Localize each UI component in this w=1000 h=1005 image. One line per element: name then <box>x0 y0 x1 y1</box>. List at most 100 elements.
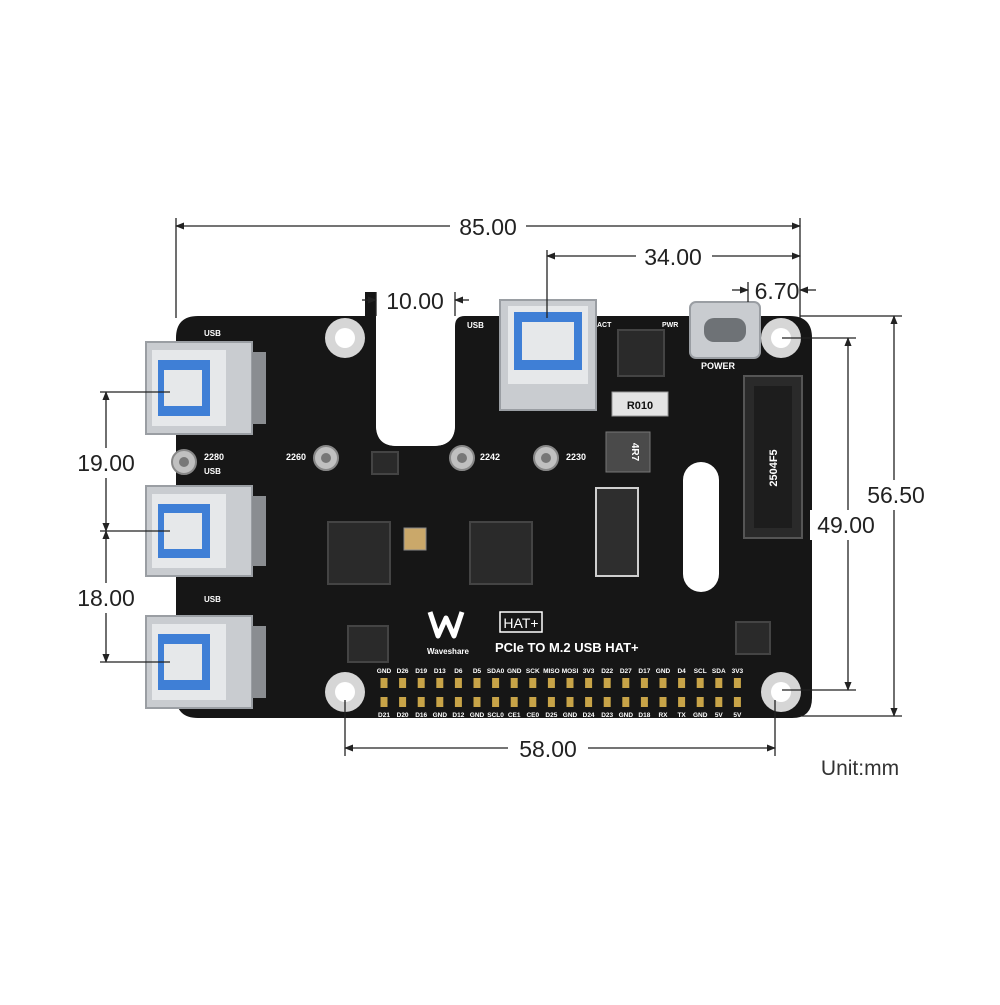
dim-hole-horizontal: 58.00 <box>519 736 577 762</box>
gpio-label: TX <box>677 712 686 719</box>
gpio-pin <box>529 697 537 707</box>
gpio-pin <box>603 697 611 707</box>
usb-label-2: USB <box>204 467 221 476</box>
gpio-pin <box>547 678 555 688</box>
gpio-label: SDA <box>712 668 726 675</box>
gpio-pin <box>585 697 593 707</box>
gpio-label: GND <box>470 712 485 719</box>
dim-width: 85.00 <box>459 214 517 240</box>
inductor-4r7 <box>605 431 651 473</box>
chip-power <box>617 329 665 377</box>
power-label: POWER <box>701 361 736 371</box>
usb-label-1: USB <box>204 329 221 338</box>
gpio-pin <box>399 697 407 707</box>
m2-connector <box>743 375 803 539</box>
gpio-pin <box>715 697 723 707</box>
gpio-pin <box>510 697 518 707</box>
gpio-pin <box>622 678 630 688</box>
gpio-label: D4 <box>677 668 686 675</box>
standoff-2280 <box>171 449 197 475</box>
gpio-label: SCL0 <box>487 712 504 719</box>
gpio-pin <box>566 678 574 688</box>
gpio-label: GND <box>563 712 578 719</box>
gpio-label: GND <box>656 668 671 675</box>
standoff-label-2242: 2242 <box>480 452 500 462</box>
usb-port-1 <box>145 341 266 435</box>
gpio-label: D12 <box>452 712 464 719</box>
ffc-connector <box>595 487 639 577</box>
gpio-pin <box>492 697 500 707</box>
gpio-pin <box>436 678 444 688</box>
gpio-pin <box>678 678 686 688</box>
dim-usb-c-offset: 34.00 <box>644 244 702 270</box>
gpio-label: D19 <box>415 668 427 675</box>
gpio-label: 3V3 <box>583 668 595 675</box>
gpio-label: GND <box>377 668 392 675</box>
gpio-pin <box>399 678 407 688</box>
gpio-pin <box>678 697 686 707</box>
m2-label: 2504F5 <box>768 449 780 486</box>
gpio-label: D20 <box>397 712 409 719</box>
gpio-pin <box>640 678 648 688</box>
dim-height: 56.50 <box>867 482 925 508</box>
dim-usb-pitch-2: 18.00 <box>77 585 135 611</box>
dim-hole-vertical: 49.00 <box>817 512 875 538</box>
gpio-label: SCK <box>526 668 540 675</box>
chip-small-2 <box>735 621 771 655</box>
hat-badge <box>499 611 543 633</box>
gpio-label: MOSI <box>562 668 579 675</box>
gpio-pin <box>529 678 537 688</box>
gpio-label: D17 <box>638 668 650 675</box>
usb-port-top <box>499 299 597 411</box>
gpio-pin <box>454 678 462 688</box>
mounting-hole-top-right <box>761 318 801 358</box>
dim-slot: 10.00 <box>386 288 444 314</box>
gpio-label: GND <box>433 712 448 719</box>
gpio-pin <box>715 678 723 688</box>
pwr-label: PWR <box>662 322 678 329</box>
standoff-2230 <box>533 445 559 471</box>
gpio-pin <box>603 678 611 688</box>
crystal <box>403 527 427 551</box>
gpio-pin <box>640 697 648 707</box>
gpio-label: D13 <box>434 668 446 675</box>
gpio-label: D23 <box>601 712 613 719</box>
standoff-2260 <box>313 445 339 471</box>
inductor-r010 <box>611 391 669 417</box>
gpio-label: D22 <box>601 668 613 675</box>
standoff-label-2280: 2280 <box>204 452 224 462</box>
gpio-pin <box>566 697 574 707</box>
gpio-pin <box>417 697 425 707</box>
gpio-label: D5 <box>473 668 482 675</box>
gpio-pin <box>492 678 500 688</box>
gpio-pin <box>622 697 630 707</box>
mounting-hole-bottom-left <box>325 672 365 712</box>
gpio-pin <box>659 697 667 707</box>
gpio-pin <box>659 678 667 688</box>
standoff-2242 <box>449 445 475 471</box>
gpio-label: GND <box>693 712 708 719</box>
gpio-pin <box>510 678 518 688</box>
gpio-label: D26 <box>397 668 409 675</box>
gpio-label: SDA0 <box>487 668 505 675</box>
gpio-pin <box>696 678 704 688</box>
unit-label: Unit:mm <box>821 757 899 780</box>
gpio-label: GND <box>507 668 522 675</box>
dim-usb-c-gap: 6.70 <box>755 278 800 304</box>
oval-slot <box>683 462 719 592</box>
gpio-pin <box>473 697 481 707</box>
gpio-label: D24 <box>583 712 595 719</box>
gpio-label: D25 <box>545 712 557 719</box>
board-slot-cutout <box>376 316 455 446</box>
usb-label-3: USB <box>204 595 221 604</box>
gpio-pin <box>547 697 555 707</box>
gpio-label: 5V <box>733 712 742 719</box>
gpio-pin <box>733 697 741 707</box>
chip-main-left <box>327 521 391 585</box>
gpio-pin <box>733 678 741 688</box>
dim-usb-pitch-1: 19.00 <box>77 450 135 476</box>
gpio-label: 3V3 <box>732 668 744 675</box>
usb-c-port <box>689 301 761 359</box>
